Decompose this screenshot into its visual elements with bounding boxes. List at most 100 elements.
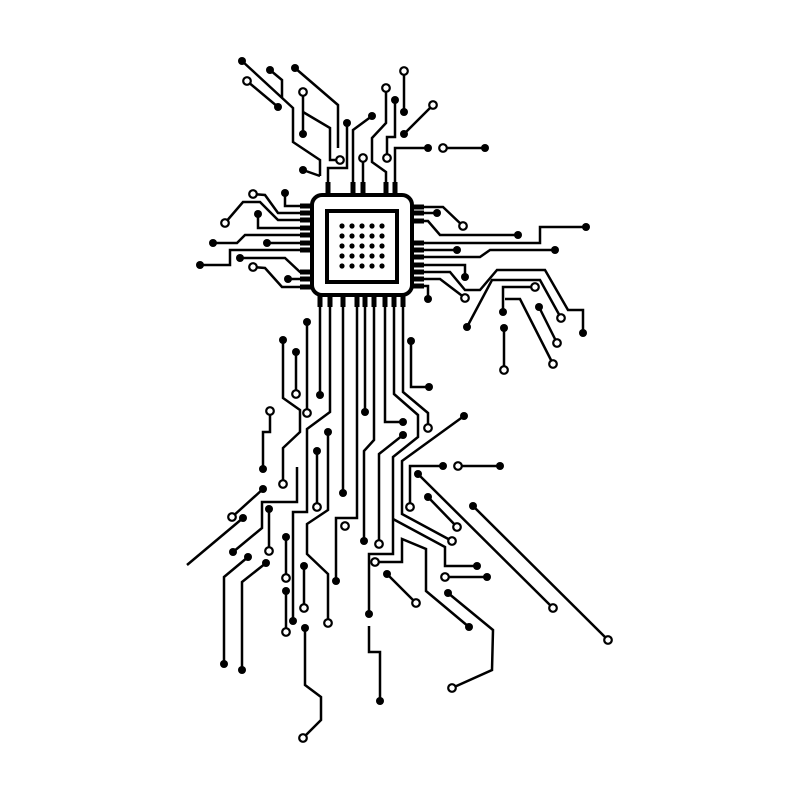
- solder-pad-solid: [424, 493, 432, 501]
- solder-pad-solid: [244, 553, 252, 561]
- solder-pad-ring: [281, 573, 291, 583]
- trace: [386, 573, 417, 604]
- solder-pad-solid: [284, 275, 292, 283]
- trace: [269, 69, 284, 98]
- trace: [186, 517, 244, 566]
- die-dot: [359, 263, 365, 269]
- trace: [403, 104, 434, 135]
- solder-pad-solid: [324, 428, 332, 436]
- solder-pad-ring: [242, 76, 252, 86]
- solder-pad-solid: [483, 573, 491, 581]
- solder-pad-solid: [425, 383, 433, 391]
- die-dot: [339, 263, 345, 269]
- solder-pad-ring: [281, 627, 291, 637]
- solder-pad-ring: [264, 546, 274, 556]
- solder-pad-solid: [579, 329, 587, 337]
- solder-pad-solid: [424, 295, 432, 303]
- solder-pad-solid: [499, 308, 507, 316]
- trace: [294, 67, 340, 148]
- solder-pad-ring: [278, 479, 288, 489]
- solder-pad-solid: [281, 189, 289, 197]
- solder-pad-solid: [282, 587, 290, 595]
- solder-pad-ring: [440, 572, 450, 582]
- solder-pad-solid: [391, 96, 399, 104]
- solder-pad-solid: [473, 562, 481, 570]
- solder-pad-solid: [313, 447, 321, 455]
- solder-pad-ring: [382, 153, 392, 163]
- solder-pad-ring: [447, 683, 457, 693]
- trace: [370, 88, 388, 195]
- trace: [261, 411, 272, 469]
- trace: [241, 60, 322, 176]
- die-dot: [339, 243, 345, 249]
- solder-pad-ring: [358, 153, 368, 163]
- solder-pad-solid: [236, 254, 244, 262]
- solder-pad-ring: [405, 502, 415, 512]
- solder-pad-ring: [428, 100, 438, 110]
- solder-pad-ring: [302, 408, 312, 418]
- solder-pad-ring: [298, 733, 308, 743]
- trace: [252, 192, 312, 215]
- solder-pad-solid: [291, 64, 299, 72]
- trace: [417, 473, 554, 609]
- solder-pad-ring: [603, 635, 613, 645]
- solder-pad-ring: [323, 618, 333, 628]
- trace: [375, 537, 470, 628]
- solder-pad-solid: [279, 336, 287, 344]
- die-dot: [379, 233, 385, 239]
- trace: [412, 248, 555, 259]
- solder-pad-ring: [298, 87, 308, 97]
- solder-pad-solid: [453, 246, 461, 254]
- solder-pad-solid: [424, 144, 432, 152]
- solder-pad-solid: [303, 318, 311, 326]
- trace: [222, 556, 249, 664]
- solder-pad-solid: [500, 324, 508, 332]
- trace: [367, 626, 382, 701]
- solder-pad-solid: [266, 66, 274, 74]
- solder-pad-ring: [312, 502, 322, 512]
- die-dot: [339, 233, 345, 239]
- die-dot: [349, 253, 355, 259]
- solder-pad-solid: [289, 617, 297, 625]
- die-dot: [339, 223, 345, 229]
- trace: [334, 295, 359, 581]
- die-dot: [369, 233, 375, 239]
- trace: [409, 341, 429, 389]
- trace: [326, 123, 349, 195]
- solder-pad-solid: [469, 502, 477, 510]
- trace: [351, 114, 373, 195]
- solder-pad-solid: [461, 273, 469, 281]
- solder-pad-ring: [381, 83, 391, 93]
- solder-pad-solid: [465, 623, 473, 631]
- trace: [392, 517, 477, 568]
- circuit-traces: [186, 57, 613, 743]
- trace: [412, 225, 586, 245]
- solder-pad-ring: [335, 155, 345, 165]
- trace: [501, 285, 535, 312]
- solder-pad-ring: [248, 189, 258, 199]
- solder-pad-solid: [365, 610, 373, 618]
- die-dot: [359, 223, 365, 229]
- solder-pad-solid: [239, 514, 247, 522]
- solder-pad-solid: [439, 462, 447, 470]
- trace: [240, 562, 267, 670]
- solder-pad-solid: [229, 548, 237, 556]
- solder-pad-ring: [447, 536, 457, 546]
- trace: [537, 306, 559, 344]
- solder-pad-solid: [299, 130, 307, 138]
- solder-pad-solid: [496, 462, 504, 470]
- trace: [200, 248, 312, 267]
- solder-pad-ring: [453, 461, 463, 471]
- solder-pad-ring: [248, 262, 258, 272]
- solder-pad-solid: [254, 210, 262, 218]
- cpu-chip: [300, 182, 424, 307]
- die-dot: [369, 223, 375, 229]
- solder-pad-ring: [530, 282, 540, 292]
- solder-pad-solid: [414, 470, 422, 478]
- solder-pad-ring: [220, 218, 230, 228]
- die-dot: [359, 253, 365, 259]
- solder-pad-solid: [265, 505, 273, 513]
- trace: [362, 295, 376, 541]
- die-dot: [369, 263, 375, 269]
